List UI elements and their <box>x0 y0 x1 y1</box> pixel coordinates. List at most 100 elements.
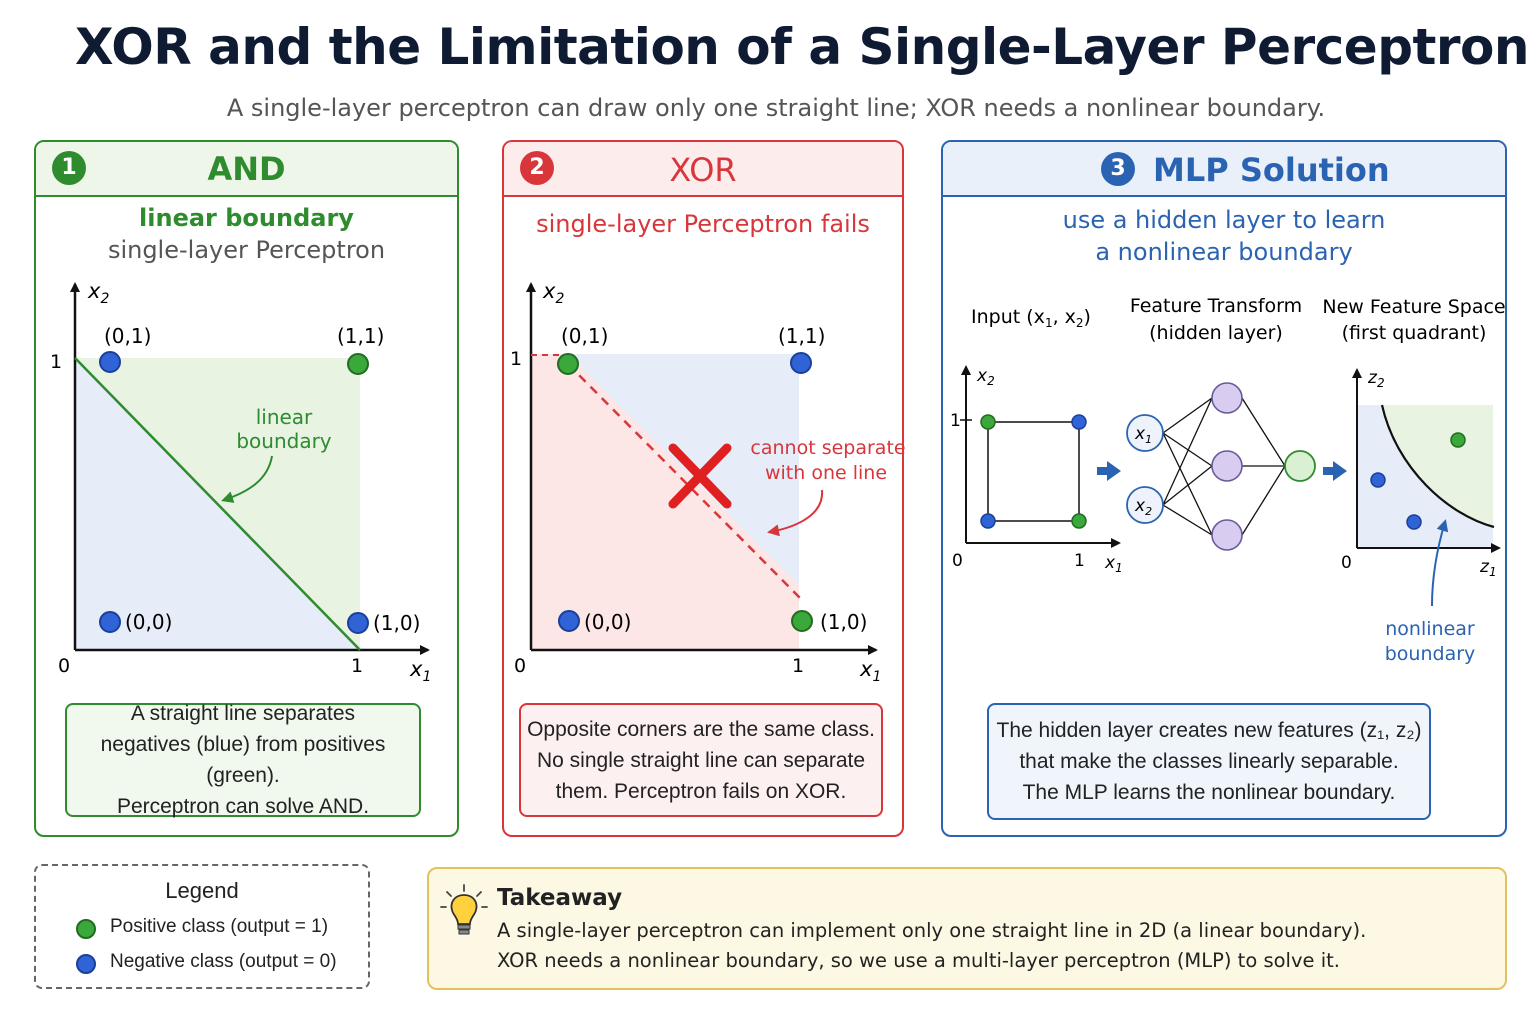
legend-negative-label: Negative class (output = 0) <box>110 951 337 972</box>
xor-annotation-2: with one line <box>765 462 887 484</box>
xor-point-0-1 <box>557 353 579 375</box>
and-x-tick-1: 1 <box>351 655 363 677</box>
input-node-x2 <box>1126 486 1164 524</box>
xor-plot: x2 x1 0 1 1 (0,1) (1,1) (0,0) (1,0) cann… <box>510 279 906 685</box>
xor-note-line: Opposite corners are the same class. <box>527 717 875 741</box>
and-y-tick-1: 1 <box>50 351 62 373</box>
mlp-panel-header: 3 MLP Solution <box>943 142 1505 197</box>
xor-note-line: them. Perceptron fails on XOR. <box>555 779 847 803</box>
takeaway-line: A single-layer perceptron can implement … <box>497 919 1367 942</box>
arrow-right-icon <box>1323 461 1347 481</box>
mlp-diagram: Input (x1, x2) Feature Transform (hidden… <box>950 295 1506 665</box>
feature-positive-region <box>1380 405 1493 527</box>
feature-axis-x-label: z1 <box>1479 557 1497 579</box>
mlp-annotation-2: boundary <box>1385 643 1476 665</box>
xor-axis-y-label: x2 <box>542 279 564 307</box>
hidden-node <box>1211 519 1243 551</box>
xor-y-tick-1: 1 <box>510 348 522 370</box>
mlp-input-point-0-1 <box>980 414 996 430</box>
mlp-input-axis-y-label: x2 <box>976 366 995 388</box>
mlp-input-square <box>987 421 1080 522</box>
mlp-input-point-1-1 <box>1071 414 1087 430</box>
input-node-x2-label: x2 <box>1134 496 1152 518</box>
mlp-col-transform-2: (hidden layer) <box>1149 322 1283 344</box>
legend-box: Legend Positive class (output = 1) Negat… <box>34 864 370 989</box>
hidden-node <box>1211 382 1243 414</box>
feature-nonlinear-boundary <box>1380 404 1495 529</box>
and-point-0-0 <box>99 611 121 633</box>
mlp-note-line: The hidden layer creates new features (z… <box>996 719 1422 742</box>
and-subtitle-2: single-layer Perceptron <box>107 236 386 264</box>
mlp-col-space-1: New Feature Space <box>1322 296 1505 318</box>
feature-axis-y-label: z2 <box>1367 368 1385 390</box>
mlp-subtitle-1: use a hidden layer to learn <box>1062 206 1386 234</box>
xor-point-1-0 <box>791 610 813 632</box>
mlp-input-axis-x-label: x1 <box>1104 553 1123 575</box>
and-note-line: A straight line separates <box>130 702 356 725</box>
and-point-1-0 <box>347 612 369 634</box>
mlp-panel: 3 MLP Solution use a hidden layer to lea… <box>941 140 1507 837</box>
xor-x-tick-1: 1 <box>792 655 804 677</box>
xor-region-bottom <box>531 354 799 650</box>
mlp-note-line: The MLP learns the nonlinear boundary. <box>1022 781 1396 804</box>
mlp-input-y-tick-label: 1 <box>950 411 961 431</box>
xor-label-1-0: (1,0) <box>820 610 867 634</box>
xor-annotation-arrow <box>767 489 824 537</box>
xor-point-0-0 <box>558 610 580 632</box>
xor-fail-cross-icon <box>668 443 732 509</box>
and-note-line: Perceptron can solve AND. <box>116 795 370 818</box>
and-plot: x2 x1 0 1 1 (0,1) (1,1) (0,0) (1,0) line… <box>50 279 431 685</box>
xor-number-badge: 2 <box>520 151 554 185</box>
and-note-line: negatives (blue) from positives (green). <box>100 733 386 787</box>
xor-note-line: No single straight line can separate <box>536 748 866 772</box>
xor-panel: 2 XOR single-layer Perceptron fails Oppo… <box>502 140 904 837</box>
takeaway-line: XOR needs a nonlinear boundary, so we us… <box>497 949 1340 972</box>
and-annotation-arrow <box>221 455 273 503</box>
hidden-node <box>1211 450 1243 482</box>
and-label-0-1: (0,1) <box>104 324 151 348</box>
xor-axis-x-label: x1 <box>859 657 881 685</box>
and-annotation-2: boundary <box>236 429 331 453</box>
mlp-note-line: that make the classes linearly separable… <box>1019 750 1399 773</box>
positive-class-dot-icon <box>76 919 96 939</box>
mlp-input-point-0-0 <box>980 513 996 529</box>
input-node-x1 <box>1126 414 1164 452</box>
mlp-col-transform-1: Feature Transform <box>1130 295 1302 317</box>
and-label-1-1: (1,1) <box>337 324 384 348</box>
and-number-badge: 1 <box>52 151 86 185</box>
mlp-subtitle-2: a nonlinear boundary <box>1095 238 1353 266</box>
page-title: XOR and the Limitation of a Single-Layer… <box>75 18 1530 76</box>
feature-negative-point <box>1406 514 1422 530</box>
and-annotation-1: linear <box>256 405 313 429</box>
xor-failed-boundary <box>567 363 803 601</box>
and-axis-y-label: x2 <box>87 279 109 307</box>
and-axis-x-label: x1 <box>409 657 431 685</box>
and-point-0-1 <box>99 351 121 373</box>
mlp-input-x-tick-label: 1 <box>1074 551 1085 571</box>
legend-title: Legend <box>165 878 239 903</box>
takeaway-title: Takeaway <box>497 885 623 911</box>
feature-origin-tick: 0 <box>1341 553 1352 573</box>
network-connections <box>1162 397 1286 536</box>
mlp-col-space-2: (first quadrant) <box>1342 322 1487 344</box>
xor-explanation-box: Opposite corners are the same class. No … <box>519 703 883 817</box>
xor-subtitle: single-layer Perceptron fails <box>536 210 870 238</box>
mlp-number-badge: 3 <box>1101 152 1135 186</box>
legend-positive-label: Positive class (output = 1) <box>110 916 329 937</box>
xor-label-1-1: (1,1) <box>778 324 825 348</box>
and-panel-header: 1 AND <box>36 142 457 197</box>
mlp-input-point-1-0 <box>1071 513 1087 529</box>
mlp-annotation-1: nonlinear <box>1385 618 1475 640</box>
and-explanation-box: A straight line separates negatives (blu… <box>65 702 421 818</box>
page-subtitle: A single-layer perceptron can draw only … <box>226 94 1326 122</box>
xor-point-1-1 <box>790 352 812 374</box>
feature-positive-point <box>1450 432 1466 448</box>
takeaway-box: Takeaway A single-layer perceptron can i… <box>427 867 1507 990</box>
feature-negative-point <box>1370 472 1386 488</box>
and-point-1-1 <box>347 353 369 375</box>
xor-label-0-0: (0,0) <box>584 610 631 634</box>
mlp-panel-title: MLP Solution <box>1153 151 1390 189</box>
and-label-1-0: (1,0) <box>373 611 420 635</box>
xor-origin-tick: 0 <box>514 655 526 677</box>
